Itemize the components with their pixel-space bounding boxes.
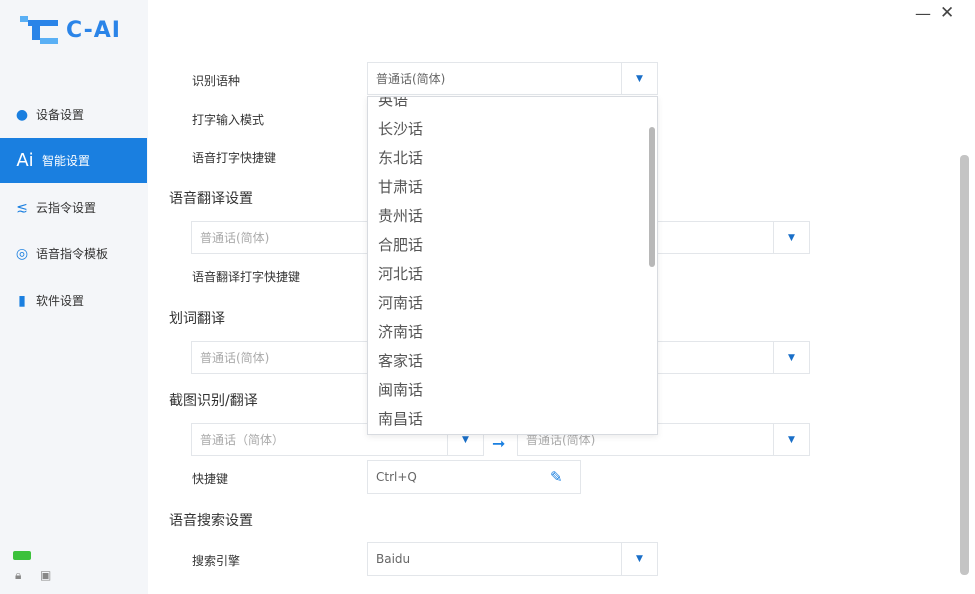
- dropdown-option[interactable]: 闽南话: [378, 381, 424, 399]
- logo: C-AI: [20, 14, 121, 46]
- voice-search-title: 语音搜索设置: [169, 513, 253, 529]
- typing-mode-label: 打字输入模式: [192, 113, 265, 127]
- arrow-right-icon: ➞: [492, 434, 506, 453]
- sidebar-item-software[interactable]: ▮ 软件设置: [0, 278, 147, 323]
- sidebar-item-voice-template[interactable]: ◎ 语音指令模板: [0, 231, 147, 276]
- bookmark-icon: ▮: [18, 292, 26, 309]
- nav-label: 智能设置: [42, 154, 91, 168]
- hotkey-value: Ctrl+Q: [376, 470, 417, 484]
- dropdown-option[interactable]: 英语: [378, 96, 409, 109]
- voice-typing-hotkey-label: 语音打字快捷键: [192, 151, 277, 165]
- dropdown-option[interactable]: 客家话: [378, 352, 424, 370]
- lock-icon[interactable]: 🔒︎: [15, 568, 22, 582]
- dropdown-option[interactable]: 长沙话: [378, 120, 424, 138]
- dropdown-option[interactable]: 济南话: [378, 323, 424, 341]
- mouse-icon: ●: [15, 106, 29, 123]
- close-button[interactable]: ✕: [940, 3, 955, 23]
- select-value: 普通话（简体）: [200, 433, 285, 447]
- minimize-button[interactable]: —: [915, 4, 931, 23]
- logo-icon: [20, 16, 58, 44]
- chevron-down-icon: ▼: [447, 424, 483, 455]
- monitor-icon[interactable]: ▣: [40, 568, 52, 582]
- logo-text: C-AI: [66, 17, 121, 43]
- screenshot-title: 截图识别/翻译: [169, 393, 258, 409]
- word-translate-title: 划词翻译: [169, 311, 225, 327]
- nav-label: 语音指令模板: [36, 247, 109, 261]
- chevron-down-icon: ▼: [773, 342, 809, 373]
- select-value: 普通话(简体): [526, 433, 596, 447]
- select-value: Baidu: [376, 552, 411, 566]
- search-engine-select[interactable]: Baidu ▼: [367, 542, 658, 576]
- chevron-down-icon: ▼: [621, 543, 657, 575]
- ai-icon: Ai: [16, 150, 34, 171]
- dropdown-option[interactable]: 东北话: [378, 149, 424, 167]
- select-value: 普通话(简体): [376, 72, 446, 86]
- language-dropdown-list[interactable]: 英语长沙话东北话甘肃话贵州话合肥话河北话河南话济南话客家话闽南话南昌话: [367, 96, 658, 435]
- compass-icon: ◎: [15, 245, 29, 262]
- hotkey-input[interactable]: Ctrl+Q ✎: [367, 460, 581, 494]
- chevron-down-icon: ▼: [621, 63, 657, 94]
- page-scrollbar[interactable]: [960, 155, 969, 575]
- dropdown-option[interactable]: 甘肃话: [378, 178, 424, 196]
- hotkey-label: 快捷键: [192, 472, 229, 486]
- nav-label: 软件设置: [36, 294, 85, 308]
- nav-label: 设备设置: [36, 108, 85, 122]
- dropdown-option[interactable]: 河南话: [378, 294, 424, 312]
- sidebar-item-device[interactable]: ● 设备设置: [0, 92, 147, 137]
- cloud-command-icon: ≲: [16, 199, 28, 216]
- sidebar-item-smart[interactable]: Ai 智能设置: [0, 138, 147, 183]
- select-value: 普通话(简体): [200, 351, 270, 365]
- chevron-down-icon: ▼: [773, 424, 809, 455]
- dropdown-option[interactable]: 合肥话: [378, 236, 424, 254]
- recognize-label: 识别语种: [192, 74, 241, 88]
- sidebar-item-cloud-command[interactable]: ≲ 云指令设置: [0, 185, 147, 230]
- nav-label: 云指令设置: [36, 201, 97, 215]
- dropdown-option[interactable]: 南昌话: [378, 410, 424, 428]
- dropdown-option[interactable]: 河北话: [378, 265, 424, 283]
- dropdown-option[interactable]: 贵州话: [378, 207, 424, 225]
- battery-icon: [13, 551, 31, 560]
- sidebar: C-AI ● 设备设置 Ai 智能设置 ≲ 云指令设置 ◎ 语音指令模板 ▮ 软件设置 🔒…: [0, 0, 148, 594]
- voice-translate-title: 语音翻译设置: [169, 191, 253, 207]
- recognize-language-select[interactable]: 普通话(简体) ▼: [367, 62, 658, 95]
- edit-icon[interactable]: ✎: [550, 468, 563, 486]
- voice-translate-hotkey-label: 语音翻译打字快捷键: [192, 270, 301, 284]
- select-value: 普通话(简体): [200, 231, 270, 245]
- search-engine-label: 搜索引擎: [192, 554, 241, 568]
- dropdown-scrollbar[interactable]: [649, 127, 655, 267]
- chevron-down-icon: ▼: [773, 222, 809, 253]
